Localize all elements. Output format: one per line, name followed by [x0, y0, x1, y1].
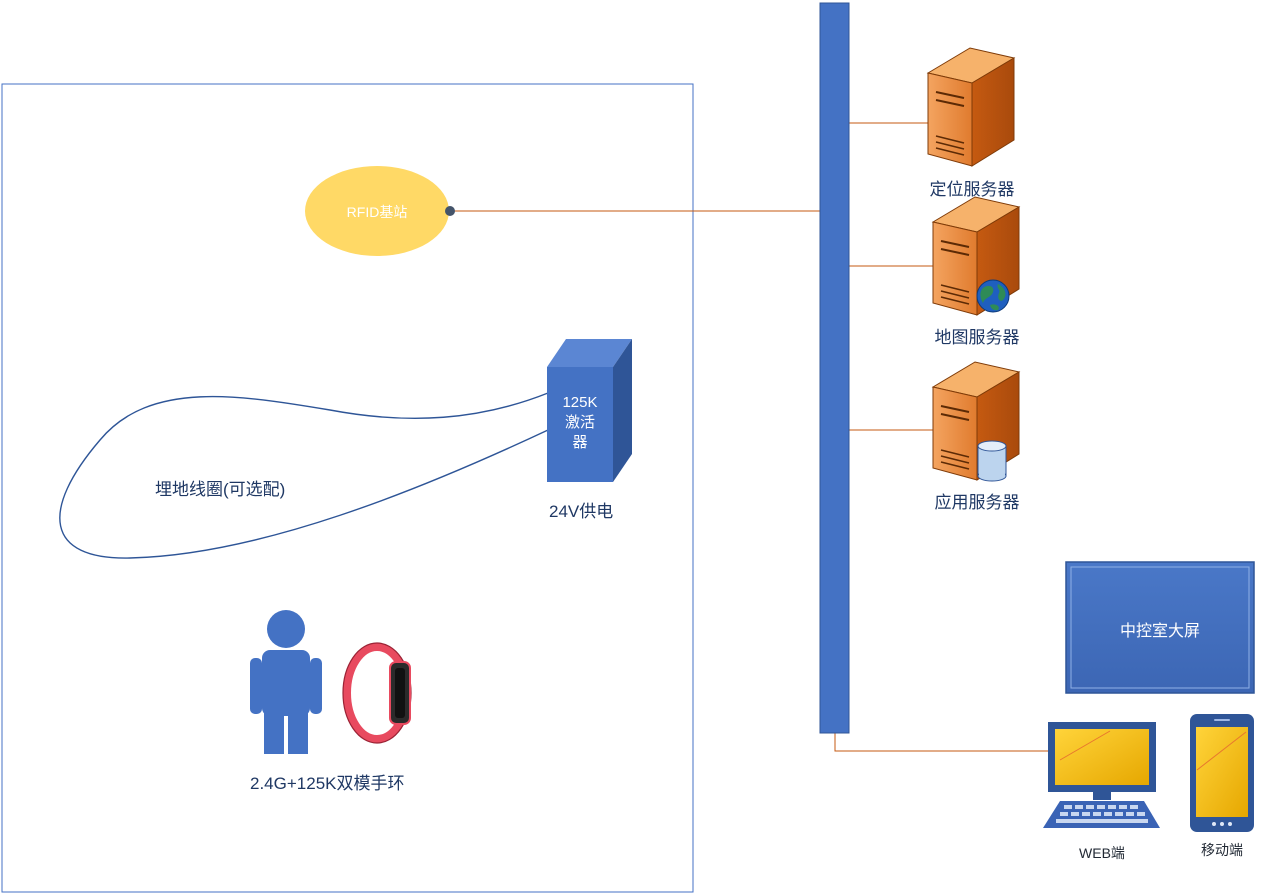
activator-label-line-2: 激活 — [564, 414, 595, 431]
rfid-port-dot — [445, 206, 455, 216]
client-link-line — [834, 733, 1048, 752]
buried-loop-coil — [59, 392, 549, 559]
location-server-label: 定位服务器 — [929, 180, 1015, 199]
power-label: 24V供电 — [549, 502, 614, 521]
big-screen-label: 中控室大屏 — [1119, 623, 1200, 640]
bracelet-icon — [342, 642, 412, 744]
activator-box[interactable] — [547, 339, 632, 482]
mobile-phone-icon[interactable] — [1190, 714, 1254, 832]
zone-frame — [1, 83, 694, 893]
loop-label: 埋地线圈(可选配) — [155, 480, 286, 499]
web-computer-icon[interactable] — [1043, 722, 1160, 828]
web-client-label: WEB端 — [1079, 845, 1125, 861]
map-server-label: 地图服务器 — [934, 328, 1020, 347]
map-server-icon[interactable] — [931, 196, 1021, 316]
rfid-base-station[interactable] — [305, 166, 449, 256]
big-screen-frame[interactable] — [1065, 561, 1255, 694]
activator-label-line-1: 125K — [562, 394, 598, 411]
big-screen-inner — [1070, 566, 1250, 689]
globe-icon — [976, 279, 1010, 313]
bracelet-label: 2.4G+125K双模手环 — [250, 774, 405, 793]
network-bus — [819, 2, 850, 734]
person-icon — [250, 610, 322, 754]
location-server-icon[interactable] — [926, 47, 1016, 167]
activator-label-line-3: 器 — [572, 434, 588, 451]
database-icon — [977, 440, 1007, 482]
activator-label: 125K 激活 器 — [547, 393, 613, 453]
application-server-label: 应用服务器 — [934, 493, 1020, 512]
mobile-client-label: 移动端 — [1201, 842, 1243, 858]
rfid-label: RFID基站 — [346, 204, 408, 220]
application-server-icon[interactable] — [931, 361, 1021, 481]
